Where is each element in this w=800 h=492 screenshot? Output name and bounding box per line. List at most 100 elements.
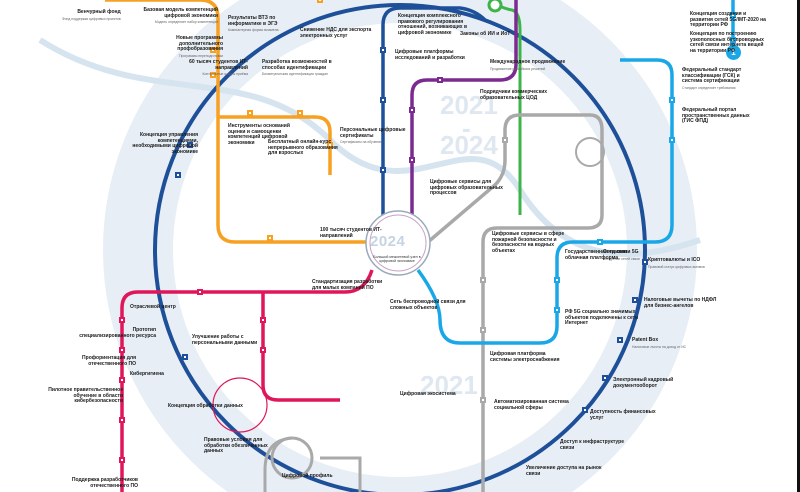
station-title: Законы об ИИ и ИоТ <box>460 31 511 37</box>
station-marker-dot <box>299 112 301 114</box>
station-label: Цифровой профиль <box>282 473 333 481</box>
station-label: Государственная единая облачная платформ… <box>565 249 643 262</box>
river-decoration <box>38 37 701 258</box>
station-title: Подрядчики коммерческих образовательных … <box>480 89 548 101</box>
station-marker-dot <box>411 109 413 111</box>
station-marker-dot <box>671 139 673 141</box>
station-marker-dot <box>184 356 186 358</box>
station-title: Доступ к инфраструктуре связи <box>560 439 624 451</box>
station-description: Контрольные цифры приёма <box>202 72 248 77</box>
station-marker-dot <box>269 237 271 239</box>
station-description: Компьютерная форма экзамена <box>228 28 279 33</box>
station-label: Концепция обработки данных <box>168 403 243 411</box>
station-label: Подрядчики коммерческих образовательных … <box>480 89 558 102</box>
station-label: Федеральный портал пространственных данн… <box>682 107 760 126</box>
station-label: Концепция по построению узкополосных бес… <box>690 31 768 55</box>
station-label: Увеличение доступа на рынок связи <box>526 465 604 478</box>
station-title: Прототип специализированного ресурса <box>79 327 156 339</box>
station-title: Налоговые вычеты по НДФЛ для бизнес-анге… <box>644 297 717 309</box>
station-marker-dot <box>329 144 331 146</box>
station-marker-dot <box>599 241 601 243</box>
station-label: Электронный кадровый документооборот <box>613 377 691 390</box>
station-description: Правовой статус цифровых активов <box>648 264 705 269</box>
station-title: 60 тысяч студентов ИТ-направлений <box>189 59 248 71</box>
station-title: Правовые условия для обработки обезличен… <box>204 437 268 455</box>
orange-line <box>105 0 372 244</box>
station-label: Пилотное правительственное обучение в об… <box>45 387 123 406</box>
station-label: Цифровые платформы исследований и разраб… <box>395 49 473 62</box>
watermark-year-lower: 2021 <box>420 370 478 400</box>
station-title: Кибергигиена <box>130 371 164 377</box>
station-label: Автоматизированная система социальной сф… <box>494 399 572 412</box>
station-marker-dot <box>439 79 441 81</box>
station-description: Программы переподготовки <box>179 53 223 58</box>
station-title: Концепция по построению узкополосных бес… <box>690 31 764 54</box>
station-title: Криптовалюты и ICO <box>648 257 701 263</box>
station-label: Правовые условия для обработки обезличен… <box>204 437 282 456</box>
station-label: 100 тысяч студентов ИТ-направлений <box>320 227 398 240</box>
station-marker-dot <box>671 99 673 101</box>
station-title: Концепция комплексного правового регулир… <box>398 13 468 36</box>
station-title: Цифровые платформы исследований и разраб… <box>395 49 465 61</box>
station-marker-dot <box>604 377 606 379</box>
center-year: 2024 <box>370 233 406 250</box>
central-interchange-inner <box>369 214 427 272</box>
station-title: Автоматизированная система социальной сф… <box>494 399 569 411</box>
station-title: Цифровые сервисы для цифровых образовате… <box>430 179 503 197</box>
station-title: Стандартизация разработки для малых комп… <box>312 279 383 291</box>
station-marker-dot <box>121 419 123 421</box>
station-title: Увеличение доступа на рынок связи <box>526 465 602 477</box>
station-label: Отраслевой центр <box>130 304 176 312</box>
station-label: Цифровая экосистема <box>400 391 456 399</box>
station-title: Доступность финансовых услуг <box>590 409 656 421</box>
station-title: Цифровые сервисы в сфере пожарной безопа… <box>492 231 565 254</box>
gray-interchange-right <box>575 137 605 167</box>
station-marker-dot <box>249 112 251 114</box>
station-title: Государственная единая облачная платформ… <box>565 249 627 261</box>
station-label: Профориентация для отечественного ПО <box>58 355 136 368</box>
station-title: Сеть беспроводной связи для сложных объе… <box>390 299 466 311</box>
station-marker-dot <box>732 14 734 16</box>
station-title: Новые программы дополнительного профобра… <box>176 35 223 53</box>
station-title: Базовая модель компетенций цифровой экон… <box>143 7 219 19</box>
station-label: Налоговые вычеты по НДФЛ для бизнес-анге… <box>644 297 722 310</box>
station-title: Снижение НДС для экспорта электронных ус… <box>300 27 372 39</box>
station-marker-dot <box>482 399 484 401</box>
station-label: Поддержка разработчиков отечественного П… <box>60 477 138 490</box>
station-label: Законы об ИИ и ИоТ <box>460 31 511 39</box>
station-marker-dot <box>382 49 384 51</box>
gray-line <box>426 113 604 492</box>
station-marker-dot <box>121 459 123 461</box>
line-number-badge: 1 <box>726 45 741 60</box>
station-title: Электронный кадровый документооборот <box>613 377 674 389</box>
station-label: Улучшение работы с персональными данными <box>192 334 270 347</box>
station-label: Цифровые сервисы для цифровых образовате… <box>430 179 508 198</box>
station-title: Международное продвижение <box>490 59 566 65</box>
station-description: Фонд поддержки цифровых проектов <box>62 16 121 21</box>
watermark-year-top: 2021 <box>440 90 498 120</box>
station-title: 100 тысяч студентов ИТ-направлений <box>320 227 382 239</box>
pink-branch <box>261 292 340 402</box>
station-label: Доступ к инфраструктуре связи <box>560 439 638 452</box>
station-title: Концепция обработки данных <box>168 403 243 409</box>
station-label: Стандартизация разработки для малых комп… <box>312 279 390 292</box>
station-label: Разработка возможностей в способах идент… <box>262 59 340 76</box>
station-title: Patent Box <box>632 337 659 343</box>
watermark-dash: - <box>462 113 471 143</box>
station-marker-dot <box>482 279 484 281</box>
station-label: Концепция управления компетенциями, необ… <box>120 132 198 156</box>
station-label: Доступность финансовых услуг <box>590 409 668 422</box>
station-marker-dot <box>262 349 264 351</box>
station-title: Концепция управления компетенциями, необ… <box>132 132 198 155</box>
station-label: Инструменты оснований оценки и самооценк… <box>228 123 306 147</box>
station-title: Цифровая платформа системы электроснабже… <box>490 351 560 363</box>
station-label: Снижение НДС для экспорта электронных ус… <box>300 27 378 40</box>
station-marker-dot <box>121 349 123 351</box>
station-label: Цифровые сервисы в сфере пожарной безопа… <box>492 231 570 255</box>
